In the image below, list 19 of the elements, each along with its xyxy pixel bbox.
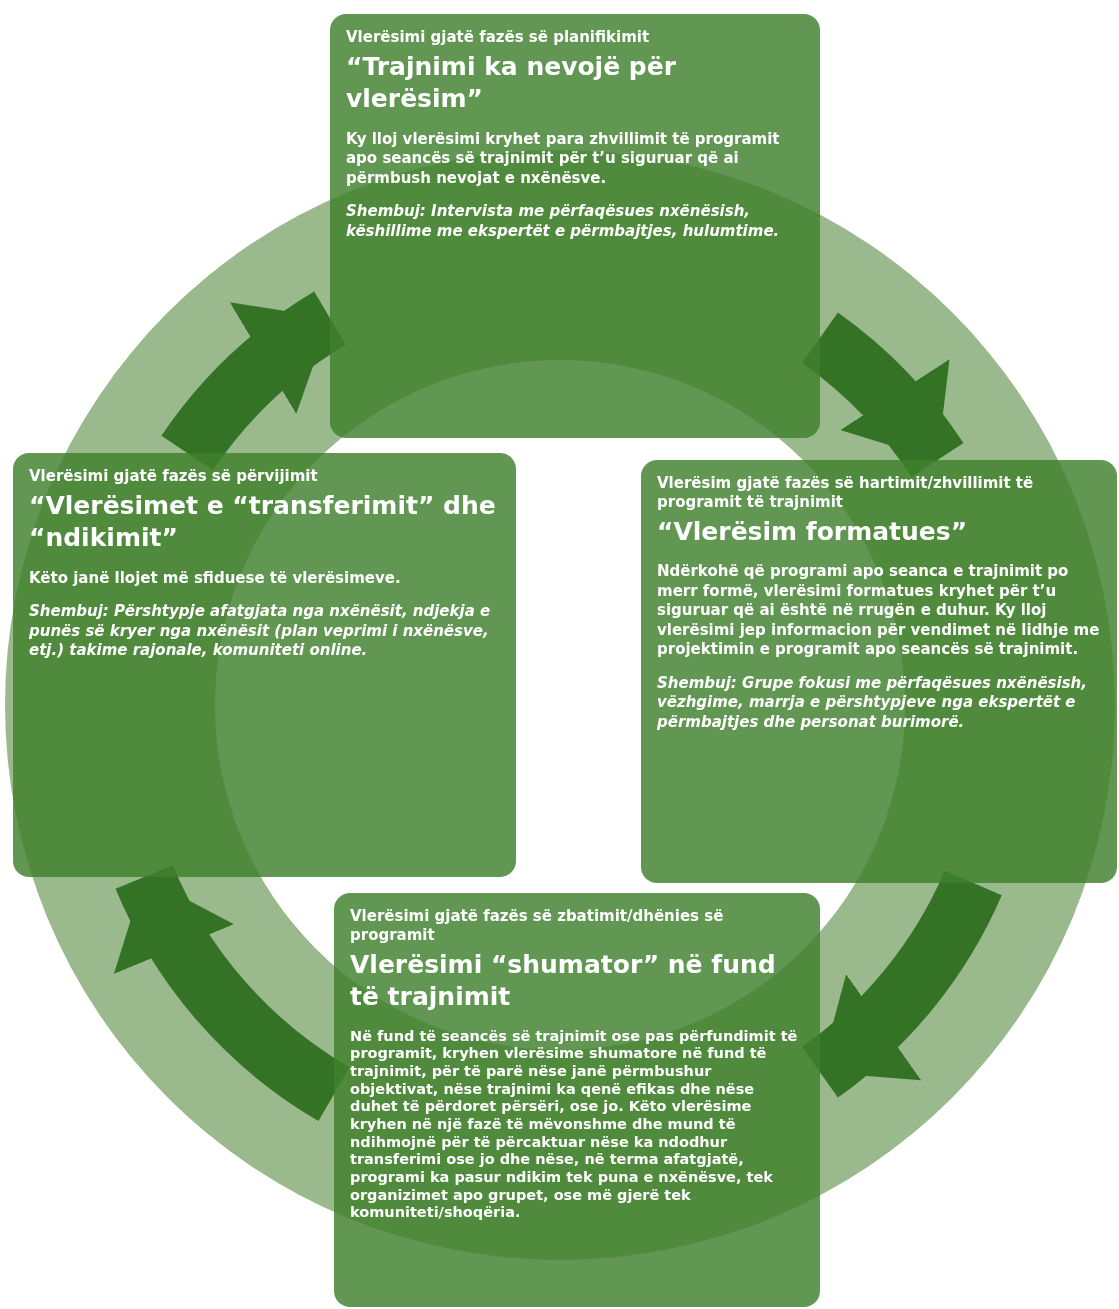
box-title: Vlerësimi “shumator” në fund të trajnimit xyxy=(350,948,777,1013)
phase-label: Vlerësim gjatë fazës së hartimit/zhvillimit të programit të trajnimit xyxy=(657,474,1035,512)
description-text: Ndërkohë që programi apo seanca e trajnimit po merr formë, vlerësimi formatues kryhet për t’u siguruar që ai është në rrugën e duhur. Ky lloj vlerësimi jep informacion për vendimet në lidhje me projektimin e programit apo seancës së trajnimit. xyxy=(657,562,1101,660)
box-title: “Trajnimi ka nevojë për vlerësim” xyxy=(346,50,678,116)
phase-card xyxy=(330,14,820,438)
phase-card xyxy=(334,893,820,1307)
box-title: “Vlerësim formatues” xyxy=(657,515,969,548)
description-text: Ky lloj vlerësimi kryhet para zhvillimit të programit apo seancës së trajnimit për t’u siguruar që ai përmbush nevojat e nxënësve. xyxy=(346,129,781,189)
description-text: Në fund të seancës së trajnimit ose pas përfundimit të programit, kryhen vlerësime shumatore në fund të trajnimit, për të parë nëse janë përmbushur objektivat, nëse trajnimi ka qenë efikas dhe nëse duhet të përdoret përsëri, ose jo. Këto vlerësime kryhen në një fazë të mëvonshme dhe mund të ndihmojnë për të përcaktuar nëse ka ndodhur transferimi ose jo dhe nëse, në terma afatgjatë, programi ka pasur ndikim tek puna e nxënësve, tek organizimet apo grupet, ose më gjerë tek komuniteti/shoqëria. xyxy=(350,1027,799,1223)
phase-label: Vlerësimi gjatë fazës së planifikimit xyxy=(346,28,651,47)
phase-card xyxy=(13,453,516,877)
phase-label: Vlerësimi gjatë fazës së zbatimit/dhënies së programit xyxy=(350,907,725,945)
example-text: Shembuj: Përshtypje afatgjata nga nxënësit, ndjekja e punës së kryer nga nxënësit (plan veprimi i nxënësve, etj.) takime rajonale, komuniteti online. xyxy=(29,602,492,661)
phase-card xyxy=(641,460,1117,883)
description-text: Këto janë llojet më sfiduese të vlerësimeve. xyxy=(29,568,402,589)
example-text: Shembuj: Intervista me përfaqësues nxënësish, këshillime me ekspertët e përmbajtjes, hulumtime. xyxy=(346,202,781,242)
box-title: “Vlerësimet e “transferimit” dhe “ndikimit” xyxy=(29,489,497,555)
example-text: Shembuj: Grupe fokusi me përfaqësues nxënësish, vëzhgime, marrja e përshtypjeve nga ekspertët e përmbajtjes dhe personat burimorë. xyxy=(657,673,1088,732)
phase-label: Vlerësimi gjatë fazës së përvijimit xyxy=(29,467,319,486)
